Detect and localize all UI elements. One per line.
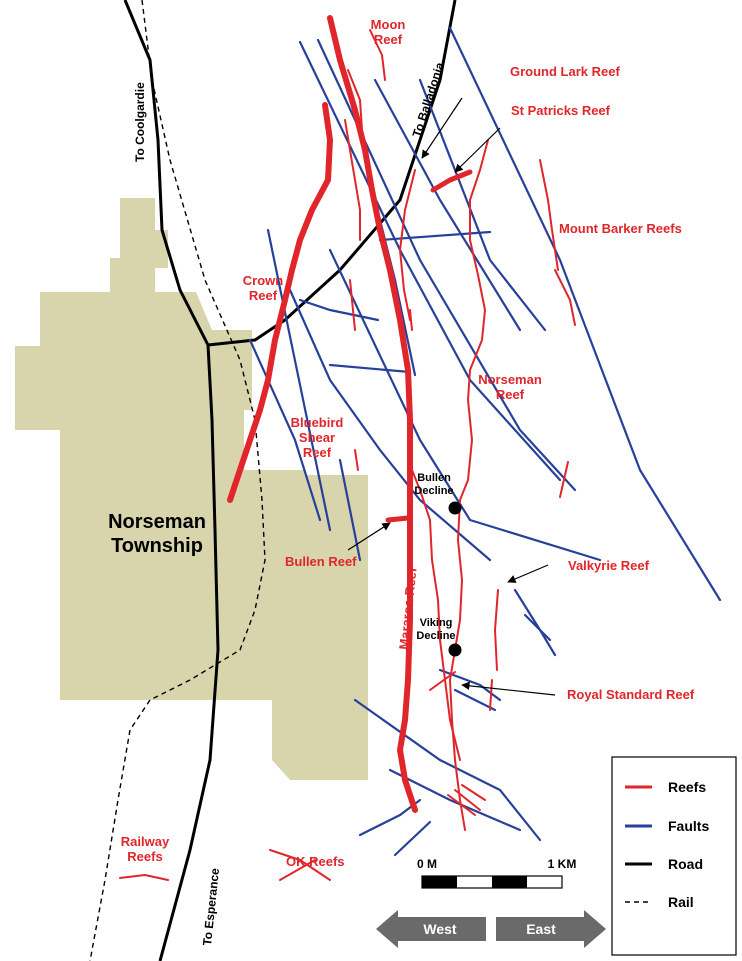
ok-reefs-label: OK Reefs <box>286 854 345 869</box>
road-label-coolgardie: To Coolgardie <box>133 82 147 162</box>
west-label: West <box>423 921 457 937</box>
direction-arrows: West East <box>376 910 606 948</box>
east-label: East <box>526 921 556 937</box>
road-label-esperance: To Esperance <box>200 867 222 946</box>
royal-standard-reef-label: Royal Standard Reef <box>567 687 695 702</box>
bullen-decline-marker <box>448 501 462 515</box>
mount-barker-reefs-label: Mount Barker Reefs <box>559 221 682 236</box>
scale-bar: 0 M 1 KM <box>417 857 577 889</box>
east-arrow <box>496 910 606 948</box>
rail-line <box>89 0 266 961</box>
road-coolgardie-esperance <box>123 0 220 961</box>
ground-lark-reef-label: Ground Lark Reef <box>510 64 620 79</box>
valkyrie-reef-label: Valkyrie Reef <box>568 558 650 573</box>
west-arrow <box>376 910 486 948</box>
reefs <box>119 15 576 881</box>
label-arrows <box>347 97 556 696</box>
faults <box>248 26 722 857</box>
road-balladonia <box>207 0 457 347</box>
bullen-reef-label: Bullen Reef <box>285 554 357 569</box>
legend-reefs: Reefs <box>668 779 706 795</box>
township-area <box>15 198 368 780</box>
scale-start: 0 M <box>417 857 437 871</box>
legend: Reefs Faults Road Rail <box>611 756 737 956</box>
road-label-balladonia: To Balladonia <box>410 60 447 139</box>
legend-road: Road <box>668 856 703 872</box>
viking-decline-marker <box>448 643 462 657</box>
st-patricks-reef-label: St Patricks Reef <box>511 103 611 118</box>
scale-end: 1 KM <box>548 857 577 871</box>
legend-rail: Rail <box>668 894 694 910</box>
legend-faults: Faults <box>668 818 709 834</box>
